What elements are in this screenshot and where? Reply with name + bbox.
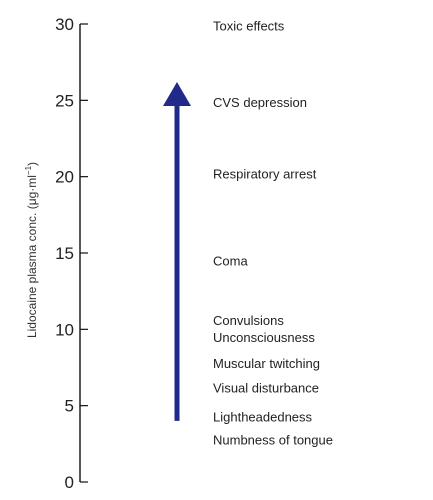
effect-label: Coma: [213, 254, 248, 269]
effect-label: Respiratory arrest: [213, 167, 317, 182]
y-tick-label: 30: [55, 15, 74, 34]
y-tick-label: 20: [55, 168, 74, 187]
y-tick-label: 5: [65, 397, 74, 416]
y-axis-label-main: Lidocaine plasma conc. (μg·ml: [25, 175, 39, 338]
effect-label: Numbness of tongue: [213, 432, 333, 447]
y-axis-label: Lidocaine plasma conc. (μg·ml−1): [24, 162, 39, 338]
y-tick-label: 15: [55, 244, 74, 263]
y-tick-label: 25: [55, 91, 74, 110]
y-axis-ticks: 0 5 10 15 20 25 30: [55, 15, 88, 492]
effect-label: Visual disturbance: [213, 380, 319, 395]
effect-label: Muscular twitching: [213, 356, 320, 371]
y-tick-label: 0: [65, 473, 74, 492]
arrow-head: [163, 82, 191, 107]
concentration-arrow: [163, 82, 191, 421]
effect-label: Lightheadedness: [213, 409, 313, 424]
y-axis-label-superscript: −1: [24, 165, 33, 175]
effect-label: Unconsciousness: [213, 330, 315, 345]
y-axis-label-close: ): [25, 162, 39, 166]
effect-label: Toxic effects: [213, 19, 285, 34]
effect-label: Convulsions: [213, 313, 284, 328]
y-tick-label: 10: [55, 320, 74, 339]
effect-label: CVS depression: [213, 95, 307, 110]
